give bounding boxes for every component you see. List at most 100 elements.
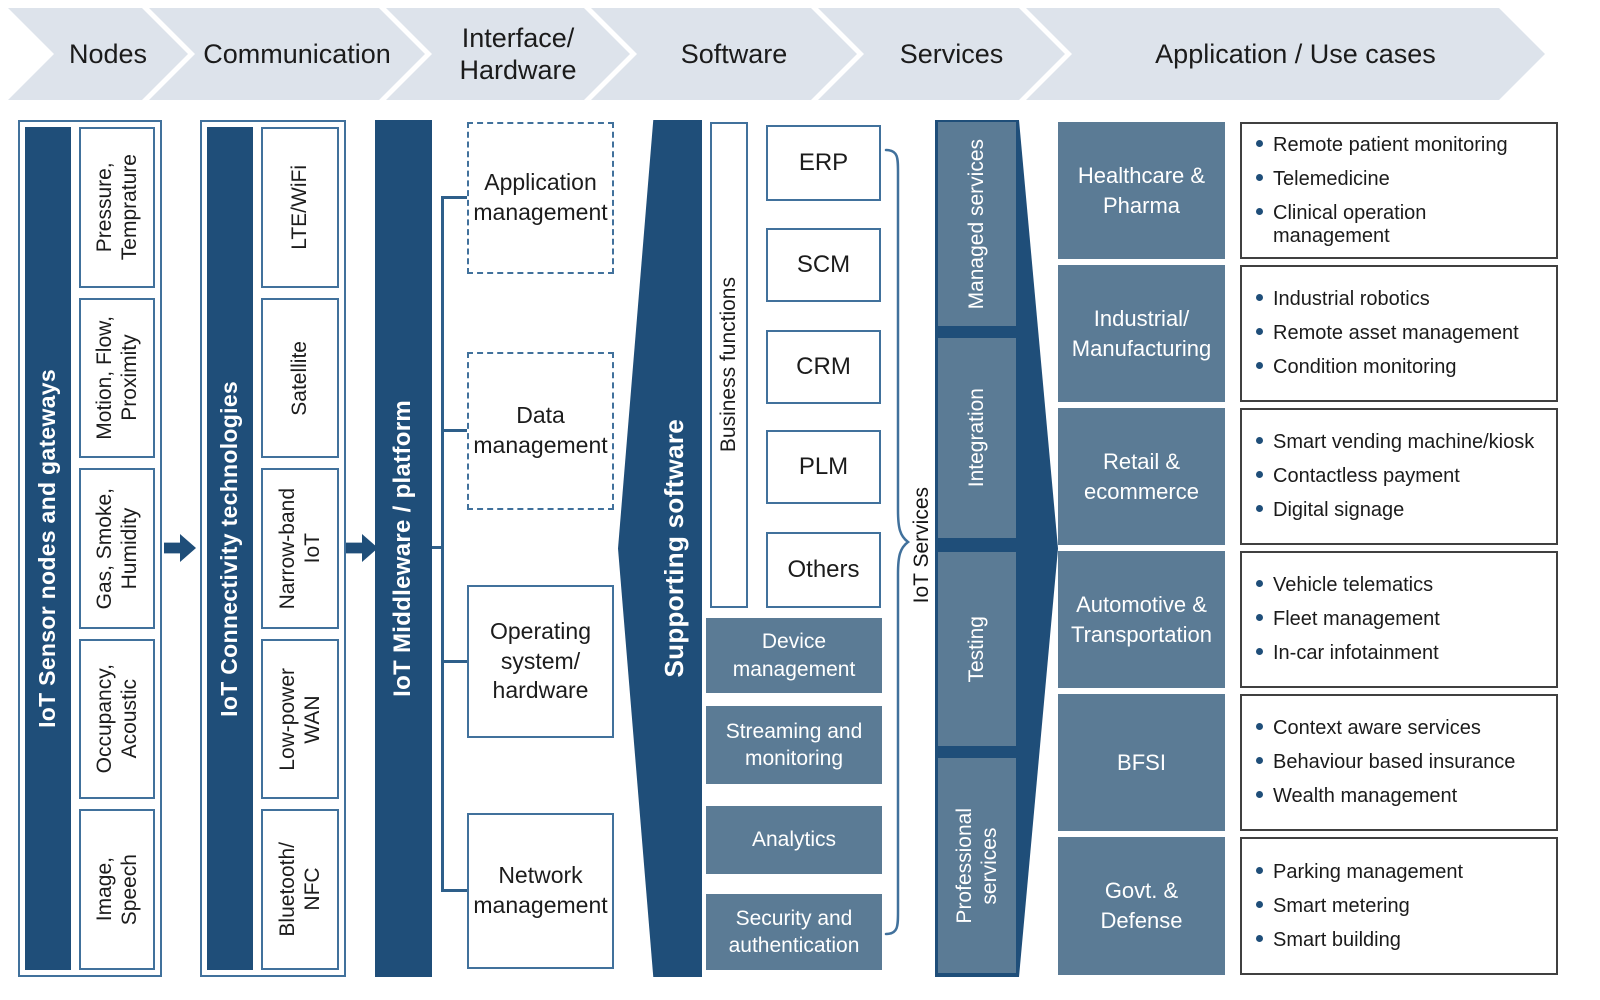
sensor-box: Occupancy, Acoustic xyxy=(79,638,155,800)
bullet-text: Condition monitoring xyxy=(1273,356,1457,378)
business-app-label: CRM xyxy=(796,353,851,380)
service-label: Testing xyxy=(965,615,989,683)
bullet-dot-icon xyxy=(1256,866,1263,874)
bullet-text: Remote asset management xyxy=(1273,322,1519,344)
technology-stack: LTE/WiFi Satellite Narrow-band IoT Low-p… xyxy=(261,127,339,970)
bullet-text: Industrial robotics xyxy=(1273,288,1430,310)
connector-line xyxy=(432,546,441,549)
services-flow-triangle xyxy=(1019,120,1058,977)
application-bullets-retail-ecommerce: Smart vending machine/kiosk Contactless … xyxy=(1240,408,1558,545)
connector-line xyxy=(441,196,444,892)
service-label: Managed services xyxy=(965,138,989,310)
bullet-item: Telemedicine xyxy=(1256,168,1546,191)
bullet-item: Vehicle telematics xyxy=(1256,574,1546,597)
bullet-item: Remote asset management xyxy=(1256,322,1546,345)
bullet-text: Fleet management xyxy=(1273,608,1440,630)
business-functions-box: Business functions xyxy=(710,122,748,608)
chevron-communication: Communication xyxy=(149,8,425,100)
support-box-device-management: Device management xyxy=(706,618,882,693)
bullet-dot-icon xyxy=(1256,900,1263,908)
application-category-automotive-transportation: Automotive & Transportation xyxy=(1058,551,1225,688)
bullet-item: Digital signage xyxy=(1256,499,1546,522)
bullet-dot-icon xyxy=(1256,207,1263,215)
bullet-dot-icon xyxy=(1256,437,1263,444)
business-functions-label: Business functions xyxy=(717,277,741,453)
bullet-item: Parking management xyxy=(1256,861,1546,884)
connector-line xyxy=(444,196,467,199)
service-label: Integration xyxy=(965,388,989,488)
bullet-dot-icon xyxy=(1256,614,1263,621)
connectivity-title-label: IoT Connectivity technologies xyxy=(216,380,243,717)
category-label: BFSI xyxy=(1117,749,1166,775)
middleware-box-network-management: Network management xyxy=(467,813,614,969)
flow-arrow-icon xyxy=(164,534,196,562)
middleware-box-label: Application management xyxy=(473,169,608,225)
technology-box: Bluetooth/ NFC xyxy=(261,809,339,970)
sensor-label: Image, Speech xyxy=(92,854,141,926)
bullet-item: Condition monitoring xyxy=(1256,356,1546,379)
sensor-label: Occupancy, Acoustic xyxy=(92,664,141,774)
support-box-security-authentication: Security and authentication xyxy=(706,894,882,970)
bullet-text: Vehicle telematics xyxy=(1273,574,1434,596)
application-category-healthcare-pharma: Healthcare & Pharma xyxy=(1058,122,1225,259)
technology-label: Narrow-band IoT xyxy=(275,487,324,610)
category-label: Govt. & Defense xyxy=(1100,878,1183,933)
application-bullets-bfsi: Context aware services Behaviour based i… xyxy=(1240,694,1558,831)
business-app-box-scm: SCM xyxy=(766,228,881,302)
iot-services-label: IoT Services xyxy=(910,486,934,604)
bullet-item: Smart building xyxy=(1256,929,1546,952)
application-category-industrial-manufacturing: Industrial/ Manufacturing xyxy=(1058,265,1225,402)
bullet-dot-icon xyxy=(1256,328,1263,335)
service-box-professional-services: Professional services xyxy=(938,758,1016,973)
sensor-box: Gas, Smoke, Humidity xyxy=(79,468,155,629)
bullet-text: Behaviour based insurance xyxy=(1273,751,1516,773)
bullet-item: Smart metering xyxy=(1256,895,1546,918)
middleware-title-label: IoT Middleware / platform xyxy=(389,400,417,697)
bullet-dot-icon xyxy=(1256,139,1263,147)
bullet-item: Fleet management xyxy=(1256,608,1546,631)
category-label: Healthcare & Pharma xyxy=(1077,162,1206,218)
nodes-title-bar: IoT Sensor nodes and gateways xyxy=(25,127,71,970)
bullet-text: Digital signage xyxy=(1273,499,1405,521)
technology-label: Low-power WAN xyxy=(275,667,324,771)
technology-label: Bluetooth/ NFC xyxy=(275,842,324,937)
bullet-text: Smart building xyxy=(1273,928,1401,951)
middleware-box-label: Data management xyxy=(473,402,608,458)
bullet-item: Industrial robotics xyxy=(1256,288,1546,311)
communication-column: IoT Connectivity technologies LTE/WiFi S… xyxy=(200,120,346,977)
support-box-label: Security and authentication xyxy=(728,906,860,957)
bullet-dot-icon xyxy=(1256,173,1263,181)
flow-arrow-icon xyxy=(346,534,378,562)
bullet-item: Clinical operation management xyxy=(1256,202,1546,248)
business-app-box-erp: ERP xyxy=(766,125,881,201)
sensor-box: Pressure, Temprature xyxy=(79,127,155,288)
sensor-box: Image, Speech xyxy=(79,809,155,970)
bullet-item: Contactless payment xyxy=(1256,465,1546,488)
application-category-govt-defense: Govt. & Defense xyxy=(1058,837,1225,975)
chevron-software: Software xyxy=(591,8,857,100)
chevron-label: Software xyxy=(680,38,788,69)
bullet-dot-icon xyxy=(1256,505,1263,512)
business-app-box-crm: CRM xyxy=(766,330,881,404)
application-bullets-industrial-manufacturing: Industrial robotics Remote asset managem… xyxy=(1240,265,1558,402)
bullet-dot-icon xyxy=(1256,362,1263,369)
bullet-dot-icon xyxy=(1256,471,1263,478)
nodes-column: IoT Sensor nodes and gateways Pressure, … xyxy=(18,120,162,977)
bullet-dot-icon xyxy=(1256,757,1263,764)
business-app-label: Others xyxy=(787,556,860,583)
category-label: Retail & ecommerce xyxy=(1084,448,1199,504)
bullet-item: Context aware services xyxy=(1256,717,1546,740)
chevron-label: Communication xyxy=(203,38,391,69)
supporting-software-funnel: Supporting software xyxy=(618,120,702,977)
connectivity-title-bar: IoT Connectivity technologies xyxy=(207,127,253,970)
technology-box: Narrow-band IoT xyxy=(261,468,339,629)
bullet-dot-icon xyxy=(1256,723,1263,730)
category-label: Industrial/ Manufacturing xyxy=(1071,305,1212,361)
middleware-box-label: Network management xyxy=(473,862,608,918)
support-box-streaming-monitoring: Streaming and monitoring xyxy=(706,706,882,784)
application-bullets-govt-defense: Parking management Smart metering Smart … xyxy=(1240,837,1558,975)
nodes-title-label: IoT Sensor nodes and gateways xyxy=(34,369,61,728)
bullet-text: Remote patient monitoring xyxy=(1273,133,1508,156)
chevron-nodes: Nodes xyxy=(8,8,188,100)
